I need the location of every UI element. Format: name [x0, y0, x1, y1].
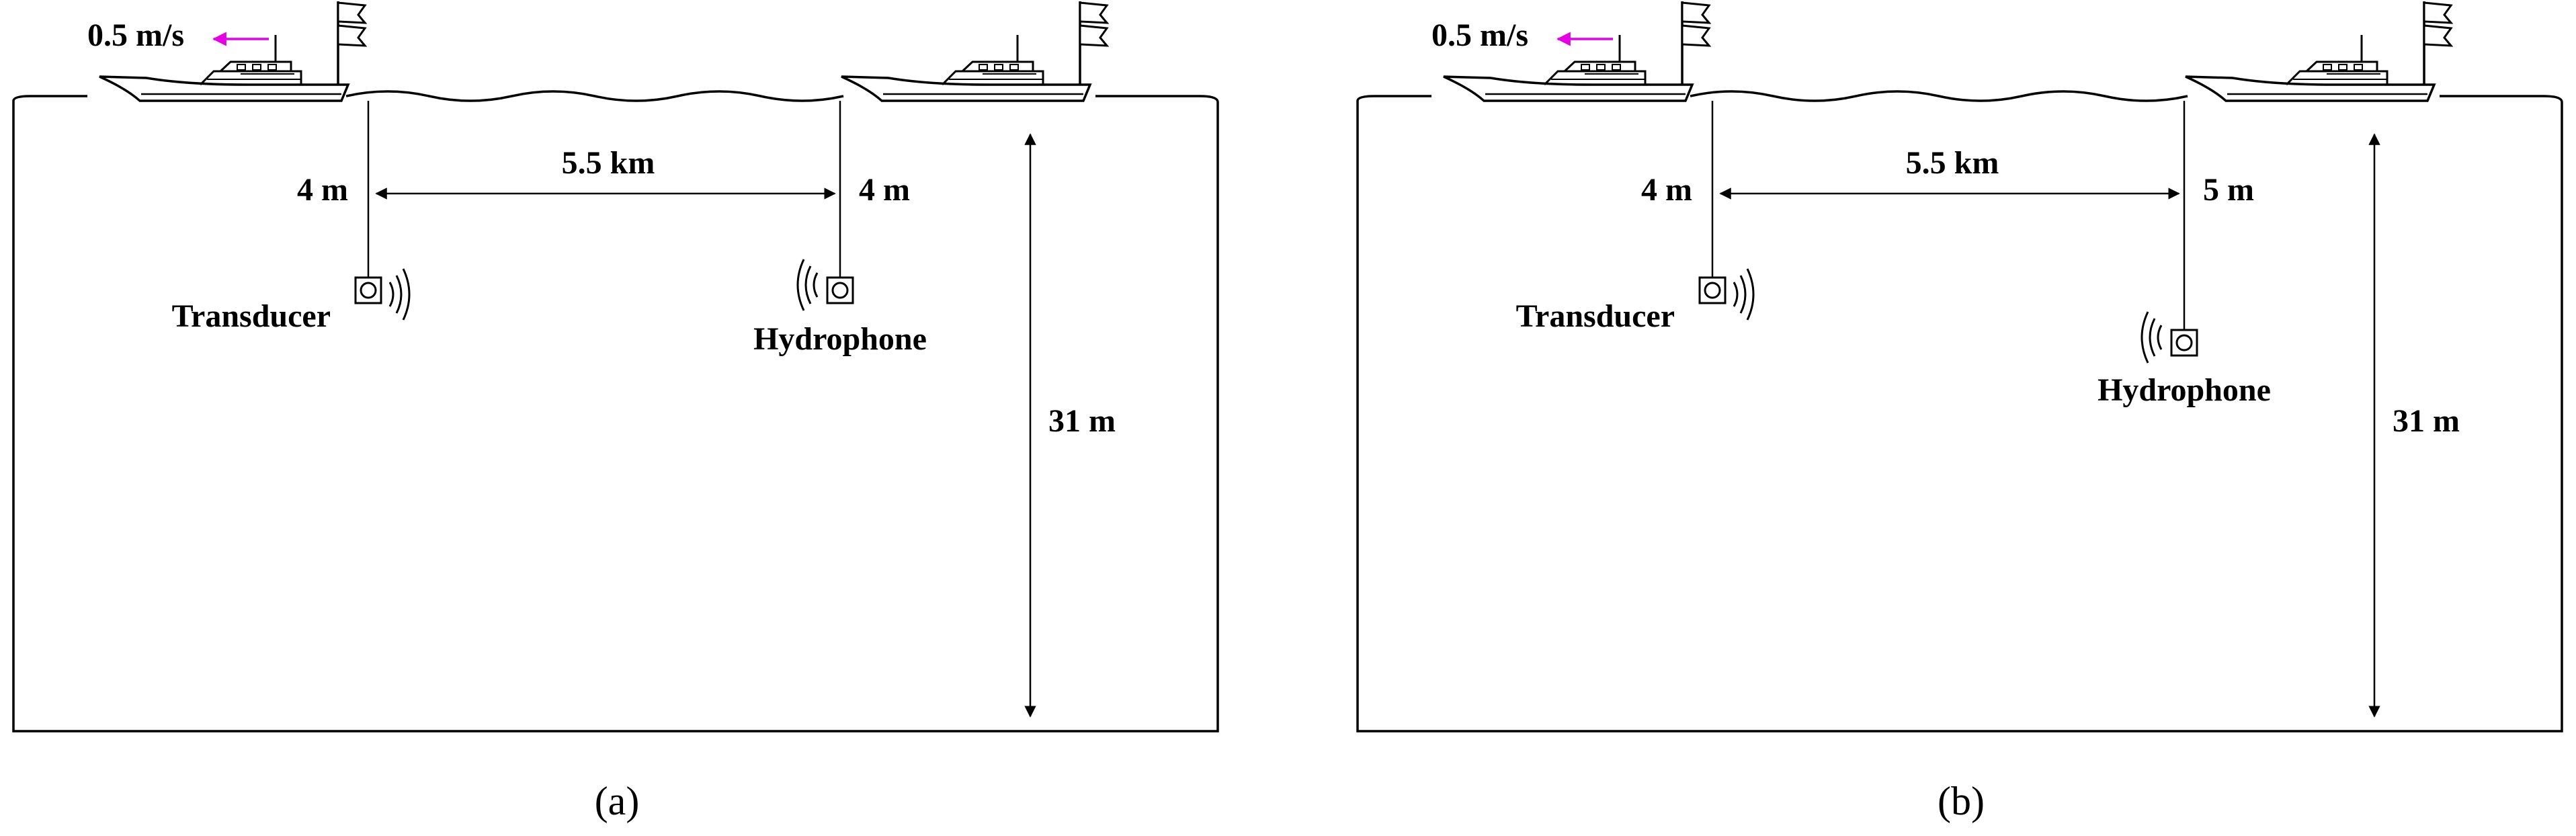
water-surface-right: [1095, 95, 1219, 103]
water-surface-left: [12, 95, 87, 101]
sound-wave-icon: [388, 267, 411, 321]
water-surface-right: [2440, 95, 2563, 103]
speed-label: 0.5 m/s: [87, 17, 184, 53]
hydrophone-icon: [826, 276, 854, 304]
distance-label: 5.5 km: [1906, 145, 1999, 181]
transducer-icon: [354, 276, 382, 304]
transducer-label: Transducer: [172, 298, 331, 334]
ship-icon: [840, 0, 1108, 102]
sound-wave-icon: [1733, 267, 1755, 321]
distance-label: 5.5 km: [562, 145, 655, 181]
water-boundary: [12, 101, 1219, 733]
hydrophone-depth-label: 5 m: [2203, 172, 2254, 208]
transducer-depth-label: 4 m: [297, 172, 348, 208]
speed-label: 0.5 m/s: [1431, 17, 1528, 53]
sound-wave-icon: [796, 258, 819, 312]
water-depth-label: 31 m: [2393, 403, 2460, 439]
water-depth-label: 31 m: [1048, 403, 1116, 439]
transducer-icon: [1698, 276, 1727, 304]
water-surface-wave: [345, 90, 844, 102]
hydrophone-icon: [2170, 329, 2198, 357]
panel-caption: (b): [1938, 779, 1985, 823]
water-surface-left: [1356, 95, 1431, 101]
water-surface-wave: [1690, 90, 2188, 102]
hydrophone-depth-label: 4 m: [859, 172, 910, 208]
panel-caption: (a): [595, 779, 640, 823]
water-boundary: [1356, 101, 2563, 733]
transducer-depth-label: 4 m: [1641, 172, 1692, 208]
ship-icon: [2184, 0, 2452, 102]
transducer-label: Transducer: [1516, 298, 1675, 334]
hydrophone-label: Hydrophone: [2097, 372, 2271, 408]
hydrophone-label: Hydrophone: [753, 321, 927, 357]
sound-wave-icon: [2141, 310, 2163, 364]
